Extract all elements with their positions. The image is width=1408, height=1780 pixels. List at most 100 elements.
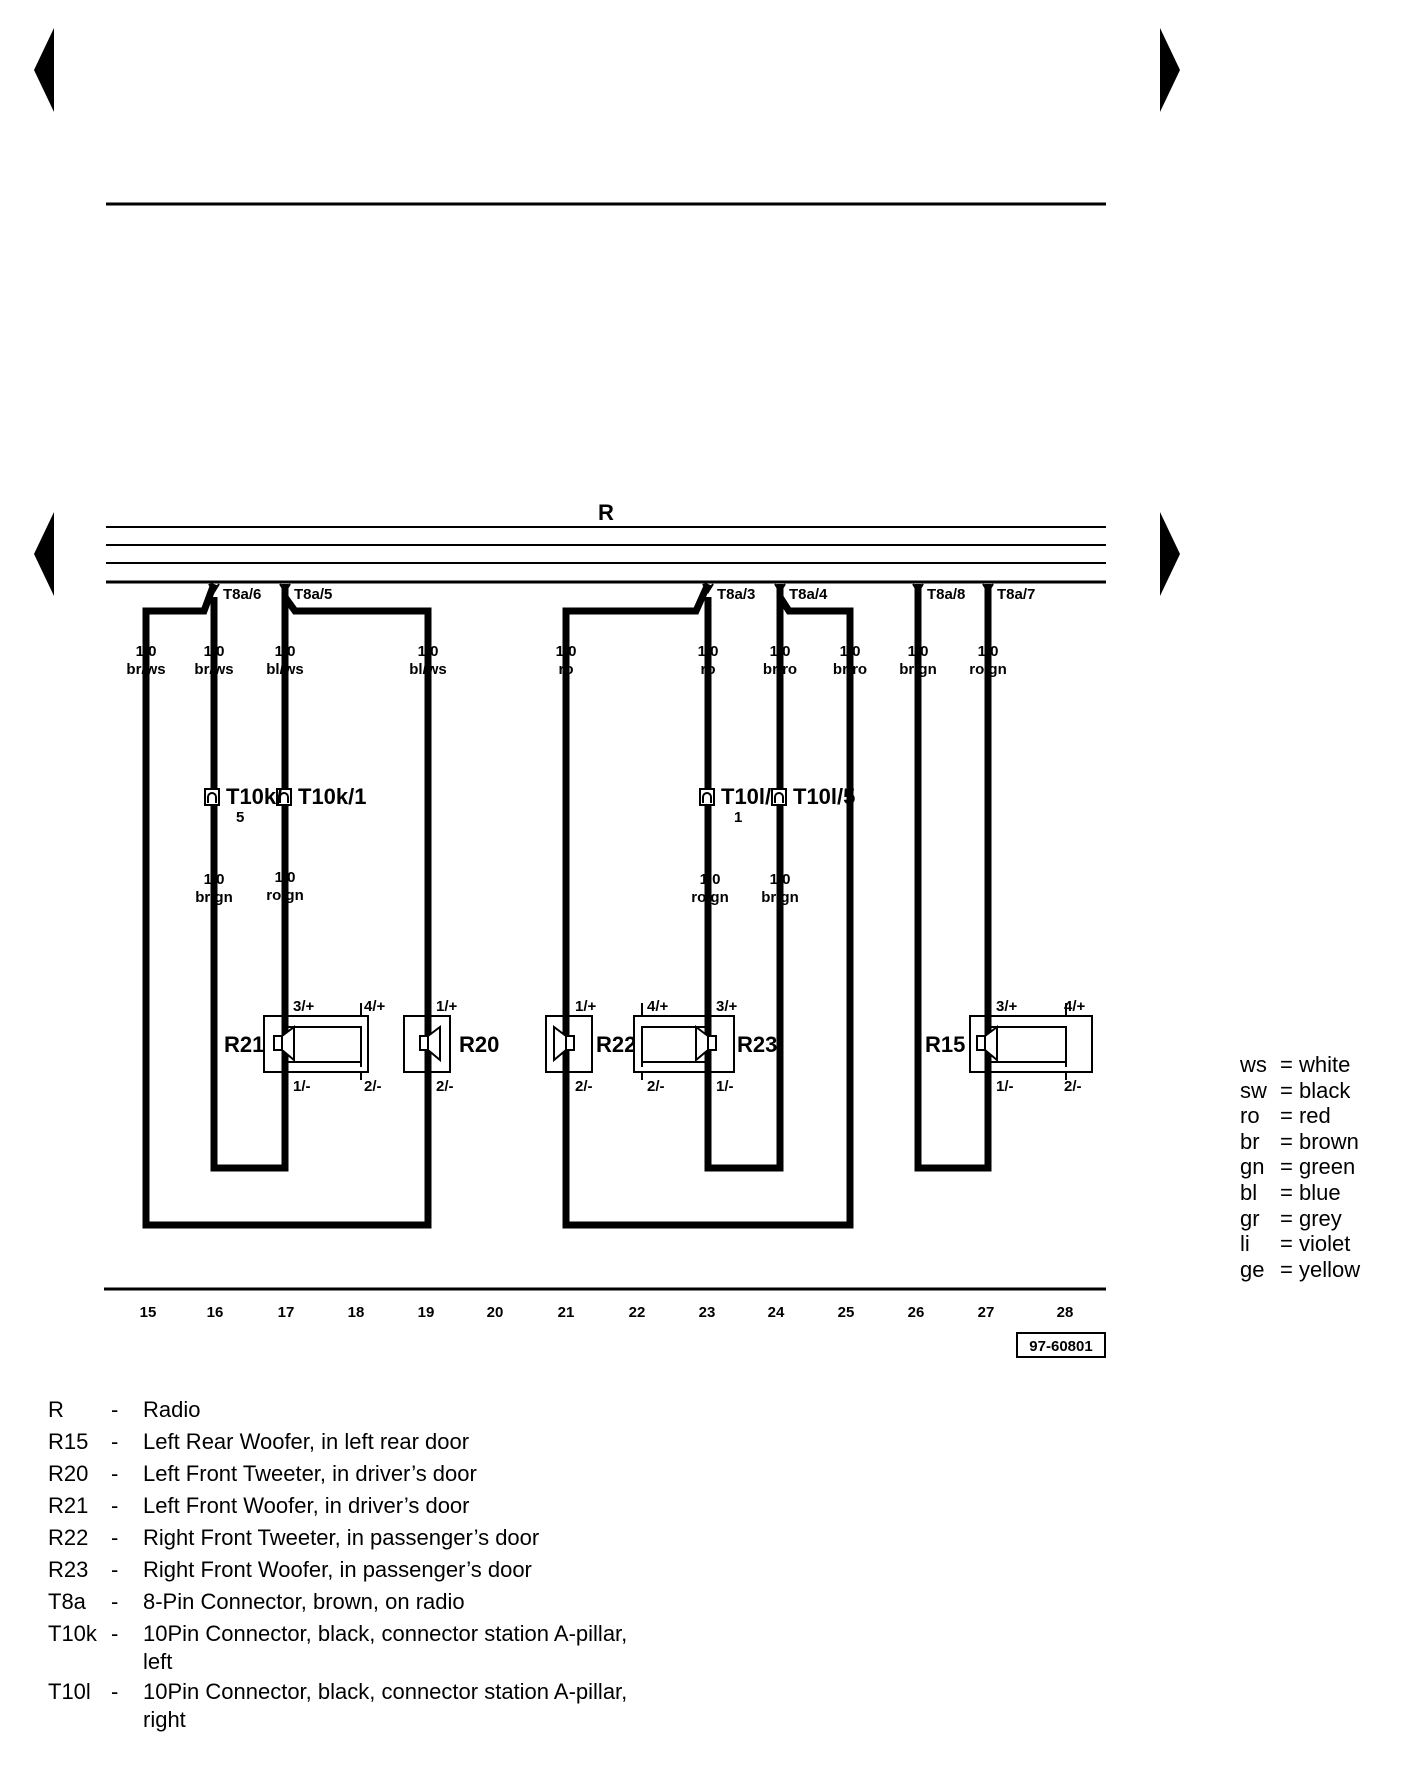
svg-text:ro: ro (559, 661, 574, 678)
svg-text:1,0: 1,0 (770, 871, 791, 888)
radio-bus (106, 526, 1106, 584)
legend-item: T8a-8-Pin Connector, brown, on radio (48, 1589, 465, 1614)
color-key-item: ws= white (1240, 1052, 1351, 1077)
pin-label: 1/- (293, 1078, 311, 1095)
pin-label: 3/+ (716, 998, 738, 1015)
pin-label: 3/+ (293, 998, 315, 1015)
wire-label: 1,0br/gn (195, 871, 233, 906)
column-number: 21 (558, 1304, 575, 1321)
svg-text:ro/gn: ro/gn (969, 661, 1007, 678)
color-key-item: bl= blue (1240, 1179, 1341, 1205)
wire-r15-loop (914, 584, 992, 1172)
pin-label: 1/- (996, 1078, 1014, 1095)
pin-label: 3/+ (996, 998, 1018, 1015)
svg-text:1,0: 1,0 (840, 643, 861, 660)
svg-text:1,0: 1,0 (204, 643, 225, 660)
connector-t10k5-icon (204, 788, 220, 806)
color-key-item: li= violet (1240, 1231, 1351, 1257)
next-page-arrow-icon[interactable] (1156, 28, 1180, 114)
speaker-icon (419, 1035, 429, 1051)
color-key-item: gr= grey (1240, 1205, 1342, 1231)
speaker-r22 (545, 1003, 593, 1080)
svg-text:br/gn: br/gn (761, 889, 799, 906)
svg-text:bl/ws: bl/ws (266, 661, 304, 678)
color-key: ws= white sw= black ro= red br= brown gn… (1240, 1052, 1360, 1282)
wire-label: 1,0ro (698, 643, 719, 678)
wire-label: 1,0br/gn (899, 643, 937, 678)
speaker-r23 (633, 1003, 735, 1080)
speaker-icon (565, 1035, 575, 1051)
column-number: 17 (278, 1304, 295, 1321)
connector-t10l5-icon (771, 788, 787, 806)
pin-label: 2/- (1064, 1078, 1082, 1095)
svg-text:br/ro: br/ro (763, 661, 797, 678)
connector-t8a8: T8a/8 (927, 586, 965, 603)
legend-item: R-Radio (48, 1397, 201, 1422)
connector-t8a6: T8a/6 (223, 586, 261, 603)
pin-label: 2/- (647, 1078, 665, 1095)
component-legend: R-Radio R15-Left Rear Woofer, in left re… (48, 1394, 703, 1734)
color-key-item: ge= yellow (1240, 1256, 1361, 1282)
component-r22: R22 (596, 1032, 636, 1057)
svg-text:ro: ro (701, 661, 716, 678)
speaker-r15 (969, 1003, 1093, 1080)
svg-text:br/gn: br/gn (899, 661, 937, 678)
svg-text:1,0: 1,0 (418, 643, 439, 660)
wire-label: 1,0bl/ws (409, 643, 447, 678)
previous-page-arrow-icon[interactable] (34, 28, 58, 114)
figure-id-box (1016, 1332, 1106, 1358)
wire-paths (142, 582, 992, 1229)
speaker-icon (707, 1035, 717, 1051)
color-key-item: gn= green (1240, 1154, 1356, 1180)
legend-item: R15-Left Rear Woofer, in left rear door (48, 1429, 470, 1454)
component-r23: R23 (737, 1032, 777, 1057)
component-r21: R21 (224, 1032, 264, 1057)
pin-label: 1/+ (436, 998, 458, 1015)
column-number: 23 (699, 1304, 716, 1321)
column-number: 18 (348, 1304, 365, 1321)
svg-text:1,0: 1,0 (556, 643, 577, 660)
wire-label: 1,0ro/gn (691, 871, 729, 906)
pin-label: 2/- (436, 1078, 454, 1095)
component-r15: R15 (925, 1032, 965, 1057)
speaker-r21 (263, 1003, 369, 1080)
wire-label: 1,0br/ro (833, 643, 867, 678)
wire-label: 1,0bl/ws (266, 643, 304, 678)
connector-t10k5-pin: 5 (236, 809, 244, 826)
speaker-icon (273, 1035, 283, 1051)
pin-label: 4/+ (364, 998, 386, 1015)
svg-text:br/ro: br/ro (833, 661, 867, 678)
color-key-item: sw= black (1240, 1077, 1351, 1103)
svg-text:1,0: 1,0 (275, 643, 296, 660)
connector-t8a5: T8a/5 (294, 586, 332, 603)
pin-label: 1/+ (575, 998, 597, 1015)
connector-t10l1-label: T10l/ (721, 784, 771, 809)
column-number: 20 (487, 1304, 504, 1321)
wire-r23-loop (704, 597, 784, 1172)
connector-t8a3: T8a/3 (717, 586, 755, 603)
legend-item: R22-Right Front Tweeter, in passenger’s … (48, 1525, 540, 1550)
next-section-arrow-icon[interactable] (1156, 512, 1180, 598)
wire-label: 1,0br/ws (194, 643, 233, 678)
wire-label: 1,0ro/gn (969, 643, 1007, 678)
connector-t10l5-label: T10l/5 (793, 784, 855, 809)
wire-label: 1,0ro (556, 643, 577, 678)
svg-text:1,0: 1,0 (908, 643, 929, 660)
svg-text:br/ws: br/ws (126, 661, 165, 678)
column-numbers: 15 16 17 18 19 20 21 22 23 24 25 26 27 2… (140, 1304, 1074, 1321)
svg-text:br/ws: br/ws (194, 661, 233, 678)
svg-text:br/gn: br/gn (195, 889, 233, 906)
speaker-icon (976, 1035, 986, 1051)
pin-label: 1/- (716, 1078, 734, 1095)
column-number: 26 (908, 1304, 925, 1321)
column-number: 16 (207, 1304, 224, 1321)
column-number: 24 (768, 1304, 785, 1321)
legend-item: R21-Left Front Woofer, in driver’s door (48, 1493, 470, 1518)
pin-label: 4/+ (1064, 998, 1086, 1015)
wire-label: 1,0br/ro (763, 643, 797, 678)
previous-section-arrow-icon[interactable] (34, 512, 58, 598)
color-key-item: br= brown (1240, 1128, 1359, 1154)
svg-text:1,0: 1,0 (770, 643, 791, 660)
wire-label: 1,0br/ws (126, 643, 165, 678)
speaker-r20 (403, 1003, 451, 1080)
